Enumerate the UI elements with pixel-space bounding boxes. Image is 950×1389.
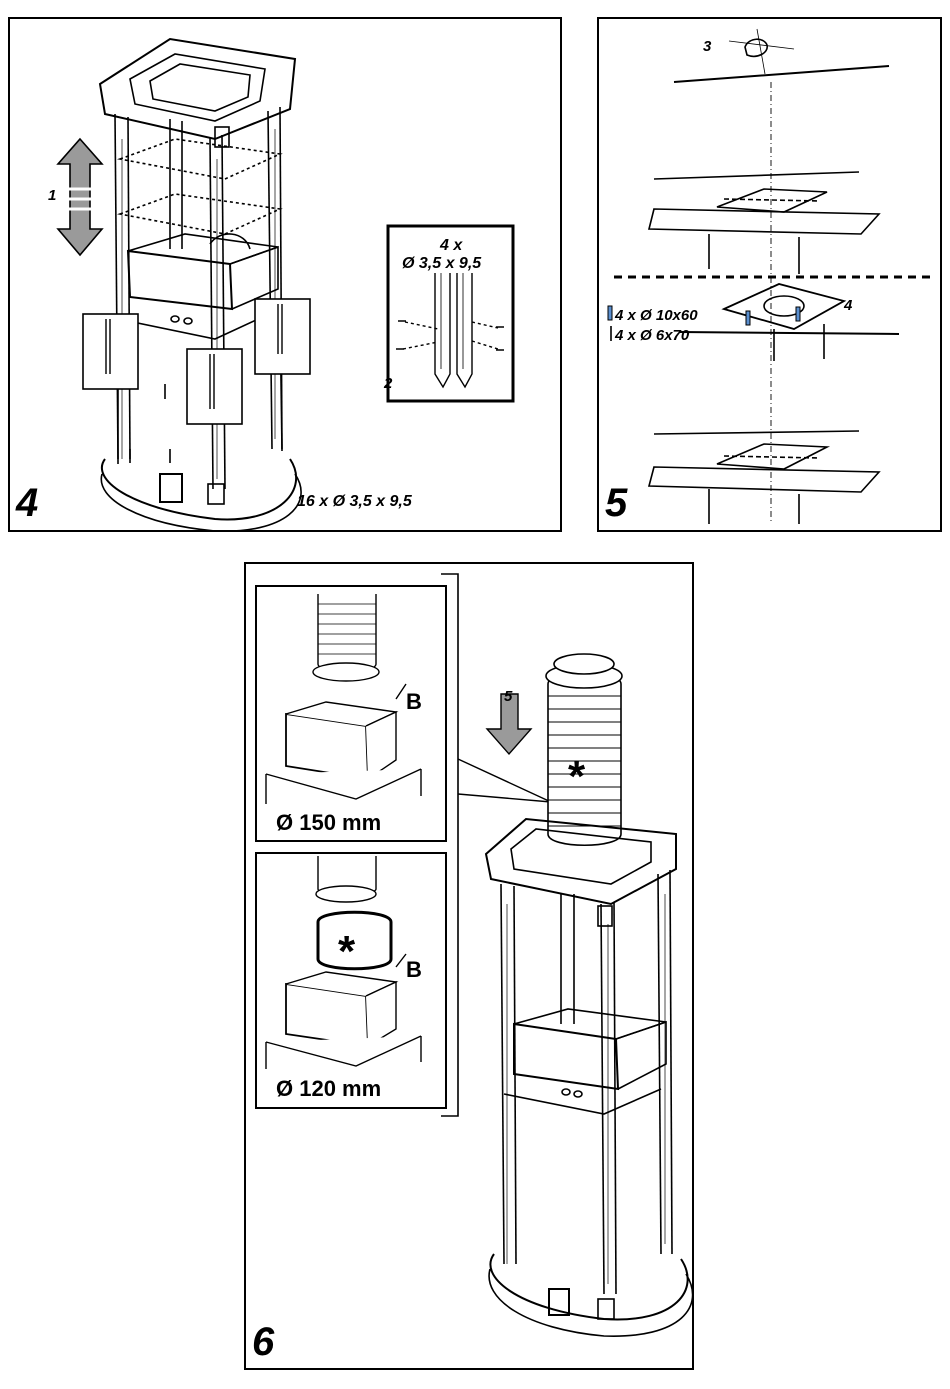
ceiling-drilling-drawing (599, 19, 944, 534)
panel-step-4: 4 1 2 4 x Ø 3,5 x 9,5 16 x Ø 3,5 x 9,5 (8, 17, 562, 532)
step-number: 4 (16, 481, 38, 526)
mark-label: 3 (703, 38, 711, 55)
inset-top-part-label: B (406, 689, 422, 715)
step-number: 5 (605, 481, 627, 526)
hood-frame-drawing (10, 19, 564, 534)
arrow-label: 1 (48, 187, 56, 204)
panel-step-5: 5 3 4 4 x Ø 10x60 4 x Ø 6x70 (597, 17, 942, 532)
inset-bottom-part-label: B (406, 957, 422, 983)
adapter-asterisk: * (338, 927, 355, 977)
panel-step-6: 6 5 * B Ø 150 mm * B Ø 120 mm (244, 562, 694, 1370)
detail-screw-spec: Ø 3,5 x 9,5 (402, 255, 481, 273)
screws-note: 16 x Ø 3,5 x 9,5 (297, 493, 412, 511)
inset-top-diameter: Ø 150 mm (276, 810, 381, 836)
screw-spec: 4 x Ø 6x70 (615, 327, 689, 344)
detail-qty: 4 x (440, 237, 462, 255)
pipe-asterisk: * (568, 752, 585, 802)
anchor-spec: 4 x Ø 10x60 (615, 307, 698, 324)
arrow-label: 5 (504, 688, 512, 705)
duct-connection-drawing (246, 564, 696, 1372)
detail-label: 2 (384, 375, 392, 392)
inset-bottom-diameter: Ø 120 mm (276, 1076, 381, 1102)
fix-label: 4 (844, 297, 852, 314)
step-number: 6 (252, 1320, 274, 1365)
